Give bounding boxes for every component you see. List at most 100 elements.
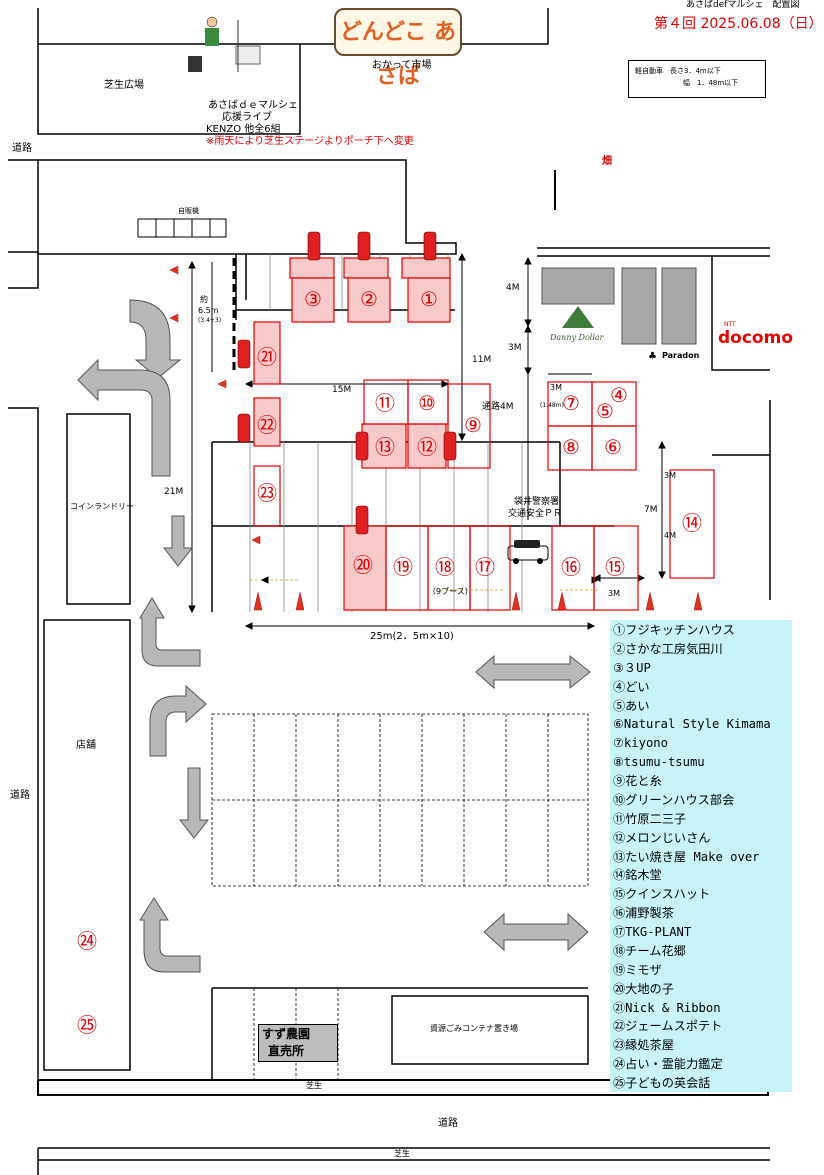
legend-item: ㉔占い・霊能力鑑定 [613, 1057, 723, 1072]
dim-label: 21M [164, 487, 184, 497]
stall-24: ㉔ [77, 929, 97, 953]
container-label: 資源ごみコンテナ置き場 [430, 1024, 518, 1033]
stall-8: ⑧ [562, 435, 580, 459]
booth-count-label: （9ブース） [428, 587, 473, 596]
legend-item: ⑦kiyono [613, 736, 668, 751]
live-performers: KENZO 他全6組 [206, 124, 281, 135]
stall-6: ⑥ [604, 435, 622, 459]
fire-extinguisher-icon [355, 431, 369, 461]
police-sub-label: 交通安全ＰＲ [508, 509, 563, 519]
fire-extinguisher-icon [355, 505, 369, 535]
legend-item: ⑩グリーンハウス部会 [613, 792, 735, 807]
road-label: 道路 [438, 1118, 458, 1129]
vending-label: 自販機 [178, 207, 199, 215]
fire-extinguisher-icon [423, 231, 437, 261]
laundry-label: コインランドリー [70, 502, 134, 511]
stall-4: ④ [610, 383, 628, 407]
lawn-label: 芝生 [394, 1149, 410, 1158]
dim-label: 3M [664, 471, 676, 480]
dim-label: 25m(2．5m×10) [370, 631, 454, 642]
stall-15: ⑮ [605, 555, 625, 579]
legend-item: ②さかな工房気田川 [613, 641, 723, 656]
lawn-plaza-label: 芝生広場 [104, 80, 144, 91]
legend-item: ⑬たい焼き屋 Make over [613, 849, 760, 864]
fire-extinguisher-icon [443, 431, 457, 461]
dim-label: 約 [200, 295, 208, 304]
dim-label: 7M [644, 505, 658, 515]
stall-25: ㉕ [77, 1013, 97, 1037]
legend-item: ㉕子どもの英会話 [613, 1076, 711, 1090]
dim-label: 3M [508, 343, 522, 353]
legend-item: ⑤あい [613, 698, 650, 713]
paradon-icon: ♣ [648, 351, 657, 362]
legend-item: ⑲ミモザ [613, 962, 662, 977]
suzu-line1: すず農園 [262, 1027, 311, 1041]
legend-item: ①フジキッチンハウス [613, 623, 735, 637]
stall-21: ㉑ [257, 345, 277, 369]
stall-1: ① [420, 287, 438, 311]
legend-item: ④どい [613, 679, 650, 694]
stall-14: ⑭ [682, 511, 702, 535]
legend-item: ⑮クインスハット [613, 887, 711, 902]
stall-11: ⑪ [375, 391, 395, 415]
stall-16: ⑯ [561, 555, 581, 579]
dim-label: 通路4M [482, 402, 514, 412]
dim-label: 3M [550, 383, 562, 392]
legend-item: ⑪竹原二三子 [613, 811, 687, 826]
dim-label: 4M [664, 531, 676, 540]
stall-17: ⑰ [475, 555, 495, 579]
legend-item: ⑯浦野製茶 [613, 906, 674, 921]
stall-2: ② [360, 287, 378, 311]
legend-item: ⑥Natural Style Kimama [613, 717, 771, 732]
sign-line2: 幅 1．48m以下 [683, 79, 739, 87]
docomo-logo: docomo [718, 328, 793, 348]
fire-extinguisher-icon [307, 231, 321, 261]
field-label: 畑 [602, 156, 612, 167]
police-label: 袋井警察署 [514, 497, 560, 507]
live-rain-note: ※雨天により芝生ステージよりポーチ下へ変更 [206, 136, 414, 147]
live-subtitle: 応援ライブ [222, 112, 272, 123]
stall-5: ⑤ [596, 399, 614, 423]
legend-item: ⑫メロンじいさん [613, 830, 711, 845]
fire-extinguisher-icon [237, 413, 251, 443]
road-label: 道路 [10, 790, 30, 801]
dim-label: 6.5m [198, 306, 219, 315]
road-label: 道路 [12, 143, 32, 154]
dim-label: 4M [506, 283, 520, 293]
danny-dollar-label: Danny Dollar [550, 333, 604, 342]
lawn-label: 芝生 [306, 1081, 322, 1090]
sign-line1: 軽自動車 長さ3．4m以下 [635, 67, 721, 75]
suzu-farm-sign: すず農園 直売所 [258, 1024, 338, 1062]
shop-label: 店舗 [76, 740, 96, 751]
legend-item: ㉒ジェームスポテト [613, 1019, 723, 1034]
legend-item: ⑰TKG-PLANT [613, 925, 692, 939]
stall-19: ⑲ [393, 555, 413, 579]
stall-12: ⑫ [417, 435, 437, 459]
fire-extinguisher-icon [357, 231, 371, 261]
docomo-small: NTT [724, 321, 736, 328]
dim-label: (3.4+3) [198, 317, 222, 324]
parking-size-sign: 軽自動車 長さ3．4m以下 幅 1．48m以下 [628, 60, 766, 98]
dim-label: (1.48m) [540, 402, 564, 409]
paradon-label: Paradon [662, 351, 700, 360]
fire-extinguisher-icon [237, 339, 251, 369]
suzu-line2: 直売所 [268, 1044, 305, 1058]
stall-23: ㉓ [257, 481, 277, 505]
live-title: あさばｄｅマルシェ [208, 100, 298, 111]
legend-item: ⑭銘木堂 [613, 868, 662, 883]
legend-item: ㉑Nick & Ribbon [613, 1000, 721, 1015]
legend-item: ⑳大地の子 [613, 981, 674, 996]
stall-3: ③ [304, 287, 322, 311]
event-logo: どんどこ あさば [334, 8, 462, 89]
legend-item: ⑨花と糸 [613, 774, 662, 788]
doc-title: あさばdefマルシェ 配置図 [686, 0, 800, 10]
event-date: 第４回 2025.06.08（日） [654, 16, 823, 32]
dim-label: 15M [332, 385, 352, 395]
dim-label: 3M [608, 589, 620, 598]
stall-20: ⑳ [353, 553, 373, 577]
legend-item: ㉓縁処茶屋 [613, 1038, 674, 1053]
market-label: おかって市場 [372, 60, 432, 71]
